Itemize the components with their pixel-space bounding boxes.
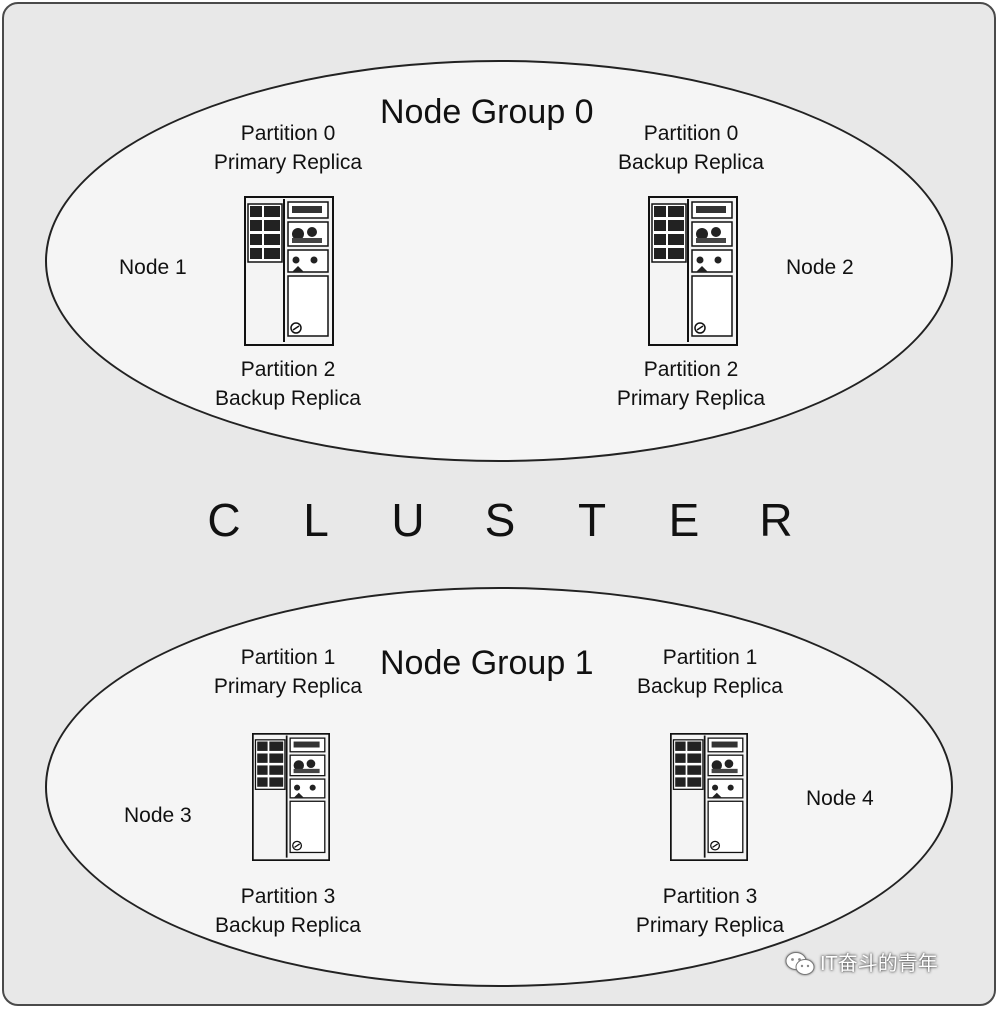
node-group-0-ellipse — [45, 60, 953, 462]
node-1-server-icon — [244, 196, 334, 346]
node-1-bottom-partition: Partition 2 — [240, 358, 336, 381]
node-4-bottom-replica: Primary Replica — [635, 914, 785, 937]
node-2-name: Node 2 — [786, 256, 854, 279]
node-2-top-partition: Partition 0 — [643, 122, 739, 145]
node-3-bottom-partition: Partition 3 — [240, 885, 336, 908]
cluster-letter: T — [577, 494, 607, 546]
node-3-top-partition: Partition 1 — [240, 646, 336, 669]
node-1-top-partition: Partition 0 — [240, 122, 336, 145]
node-1-bottom-replica: Backup Replica — [215, 387, 361, 410]
cluster-letter: C — [207, 494, 241, 546]
node-2-server-icon — [648, 196, 738, 346]
node-3-name: Node 3 — [124, 804, 192, 827]
node-2-bottom-replica: Primary Replica — [616, 387, 766, 410]
watermark: IT奋斗的青年 — [784, 948, 938, 980]
node-1-top-label: Partition 0 Primary Replica — [188, 119, 388, 177]
node-2-top-label: Partition 0 Backup Replica — [591, 119, 791, 177]
node-1-bottom-label: Partition 2 Backup Replica — [188, 355, 388, 413]
node-group-0-title: Node Group 0 — [380, 93, 594, 131]
cluster-letter: S — [484, 494, 516, 546]
node-4-top-replica: Backup Replica — [637, 675, 783, 698]
node-group-1-title: Node Group 1 — [380, 644, 594, 682]
node-1-top-replica: Primary Replica — [213, 151, 363, 174]
node-4-name: Node 4 — [806, 787, 874, 810]
node-3-bottom-replica: Backup Replica — [215, 914, 361, 937]
node-4-bottom-partition: Partition 3 — [662, 885, 758, 908]
wechat-icon — [785, 952, 815, 975]
node-3-server-icon — [252, 733, 330, 861]
node-3-top-label: Partition 1 Primary Replica — [188, 643, 388, 701]
node-group-1-ellipse — [45, 587, 953, 987]
cluster-letter: E — [668, 494, 700, 546]
node-3-bottom-label: Partition 3 Backup Replica — [188, 882, 388, 940]
node-2-top-replica: Backup Replica — [618, 151, 764, 174]
cluster-letter: L — [303, 494, 329, 546]
node-4-server-icon — [670, 733, 748, 861]
cluster-letter: U — [391, 494, 425, 546]
node-1-name: Node 1 — [119, 256, 187, 279]
node-4-top-label: Partition 1 Backup Replica — [610, 643, 810, 701]
node-4-bottom-label: Partition 3 Primary Replica — [610, 882, 810, 940]
node-3-top-replica: Primary Replica — [213, 675, 363, 698]
node-4-top-partition: Partition 1 — [662, 646, 758, 669]
node-2-bottom-partition: Partition 2 — [643, 358, 739, 381]
watermark-text: IT奋斗的青年 — [820, 953, 938, 975]
node-2-bottom-label: Partition 2 Primary Replica — [591, 355, 791, 413]
cluster-letter: R — [759, 494, 793, 546]
